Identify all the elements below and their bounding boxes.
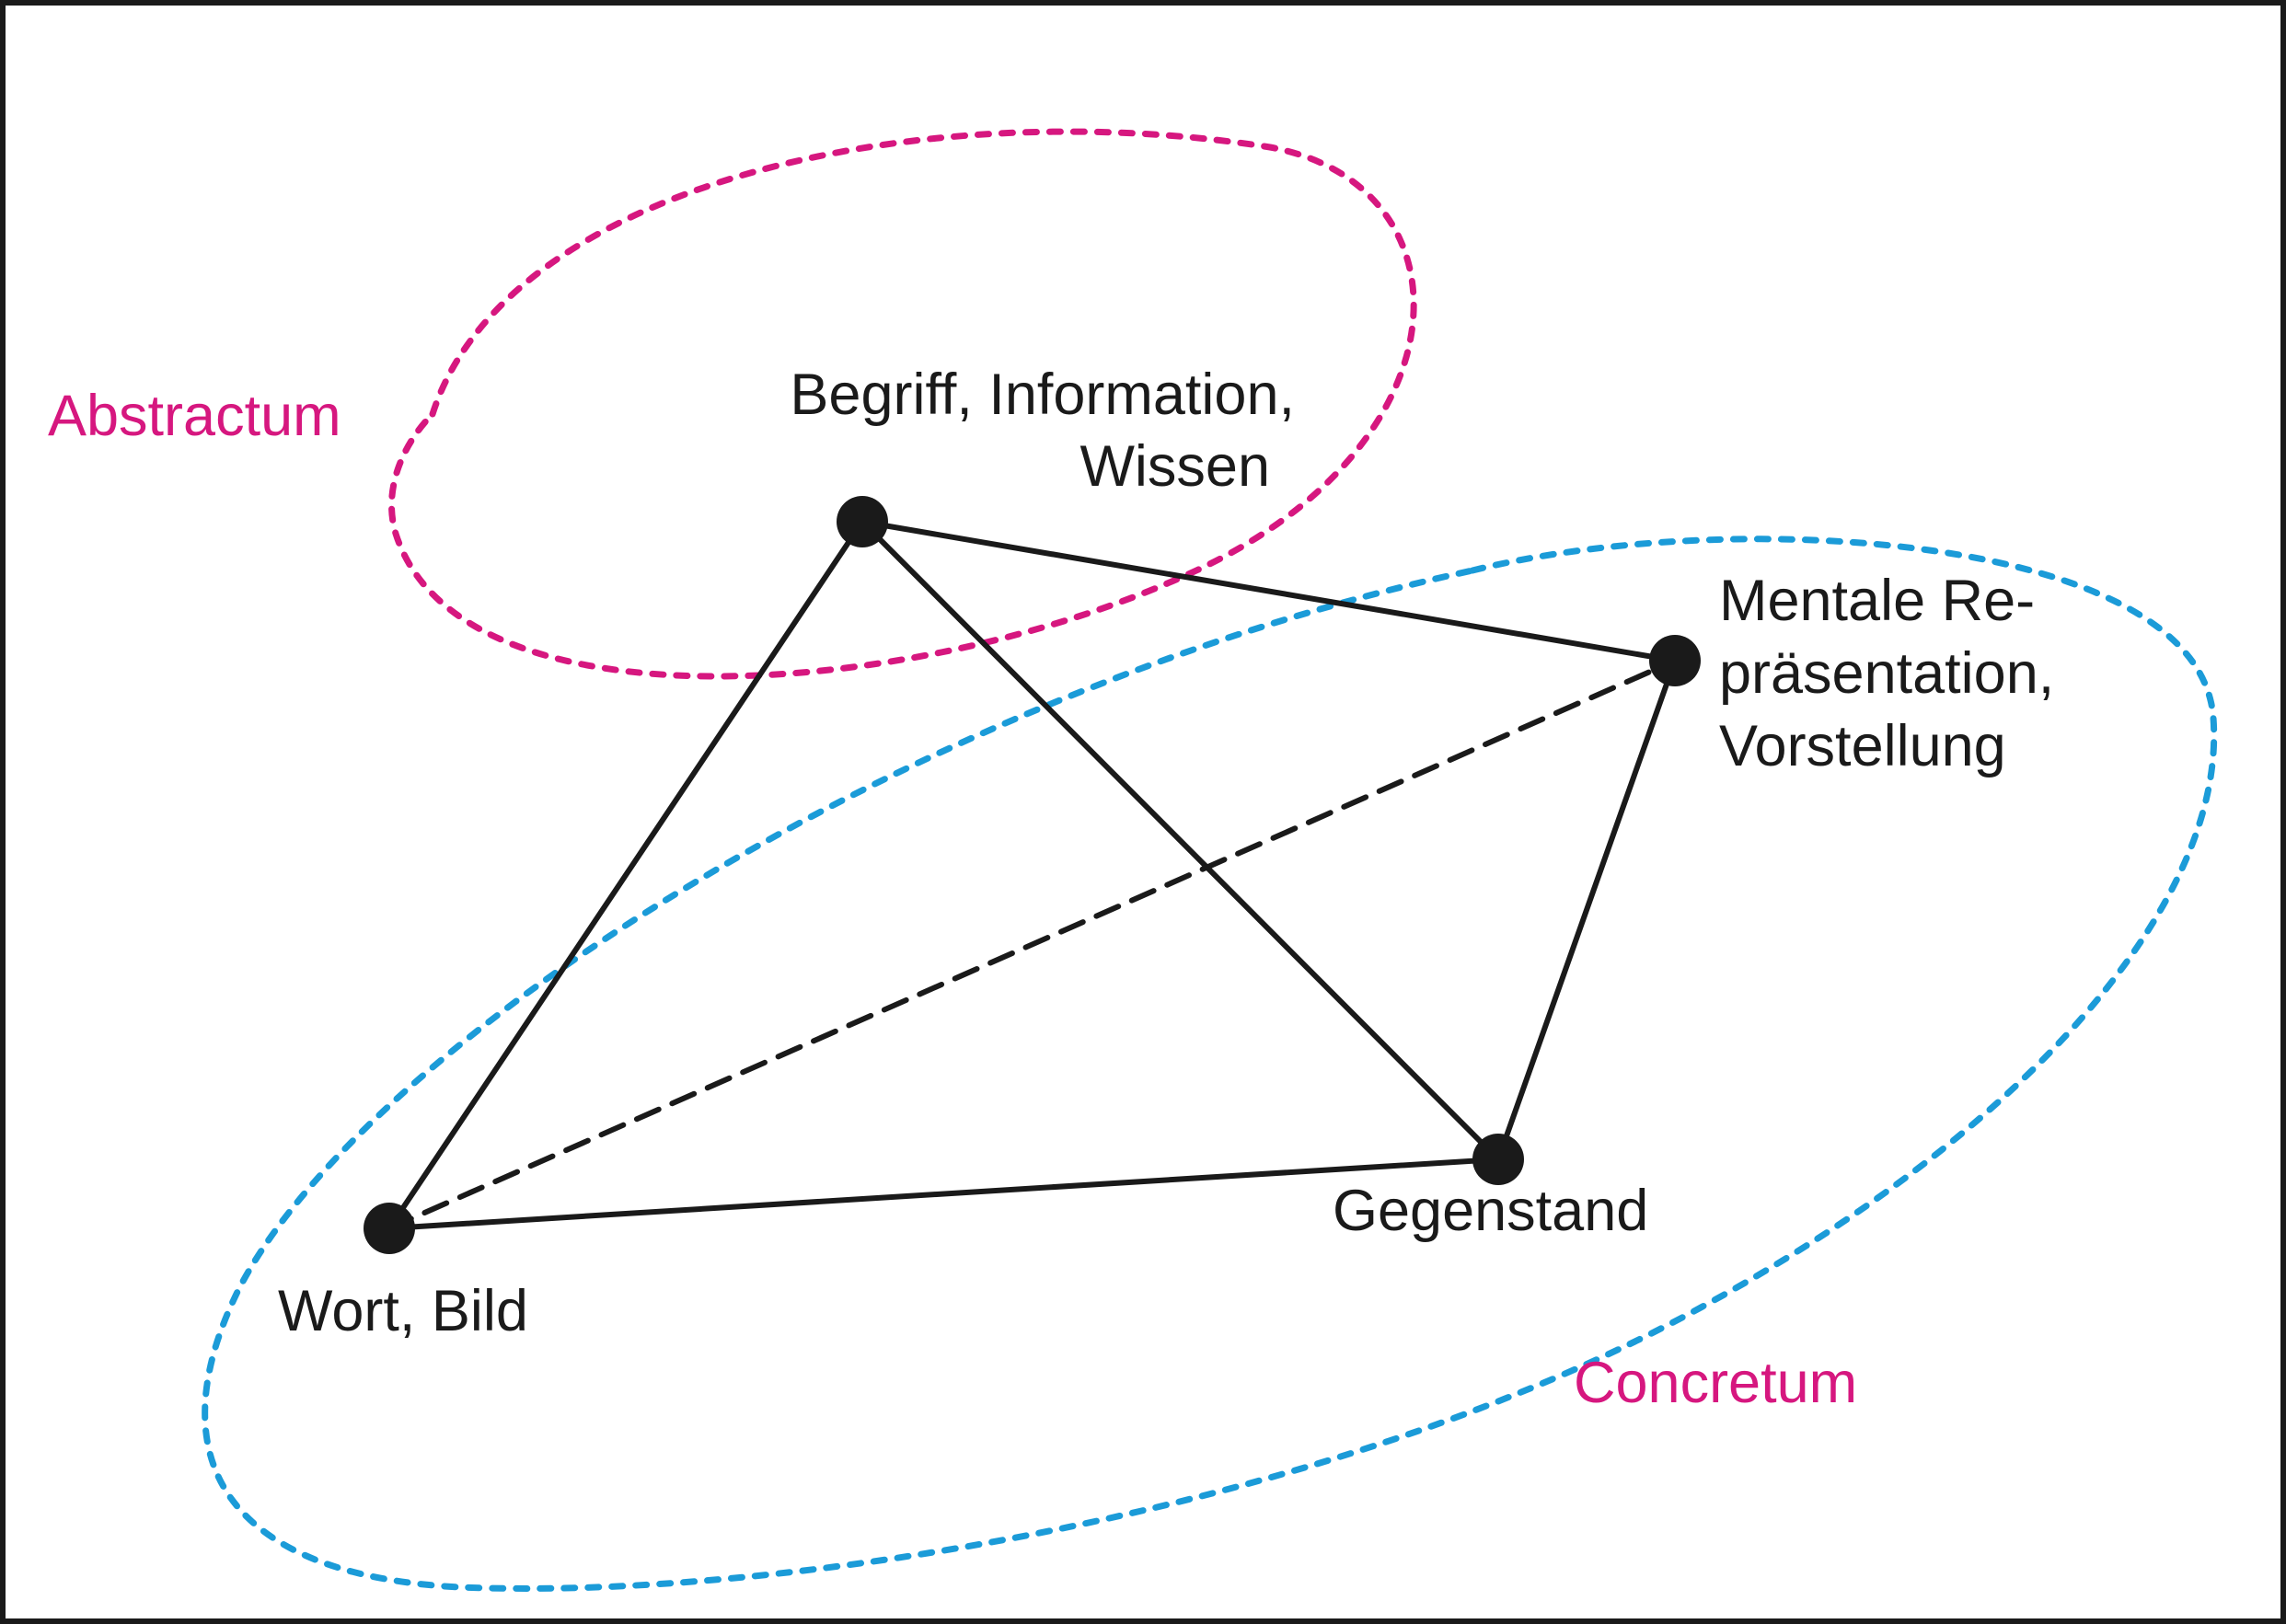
node-gegenstand bbox=[1472, 1134, 1524, 1185]
abstractum-region bbox=[388, 128, 1417, 680]
edge-begriff-mental bbox=[860, 519, 1678, 663]
abstractum-label: Abstractum bbox=[48, 384, 341, 448]
concretum-label: Concretum bbox=[1574, 1351, 1857, 1415]
node-wort bbox=[364, 1203, 415, 1254]
edges bbox=[387, 519, 1678, 1231]
mental-label-line-2: präsentation, bbox=[1719, 641, 2054, 706]
wort-label: Wort, Bild bbox=[278, 1279, 528, 1343]
edge-mental-gegenstand bbox=[1495, 658, 1678, 1162]
begriff-label-line-1: Begriff, Information, bbox=[790, 363, 1295, 427]
edge-wort-mental-dashed bbox=[387, 658, 1678, 1231]
gegenstand-label: Gegenstand bbox=[1333, 1179, 1648, 1243]
node-mental bbox=[1649, 635, 1701, 686]
mental-label-line-1: Mentale Re- bbox=[1719, 569, 2035, 633]
node-begriff bbox=[837, 496, 888, 547]
edge-wort-gegenstand bbox=[387, 1157, 1501, 1231]
nodes bbox=[364, 496, 1701, 1254]
mental-label-line-3: Vorstellung bbox=[1719, 714, 2006, 778]
edge-begriff-wort bbox=[387, 519, 865, 1231]
edge-begriff-gegenstand bbox=[860, 519, 1501, 1162]
concretum-region bbox=[202, 536, 2218, 1592]
begriff-label-line-2: Wissen bbox=[1080, 434, 1270, 499]
